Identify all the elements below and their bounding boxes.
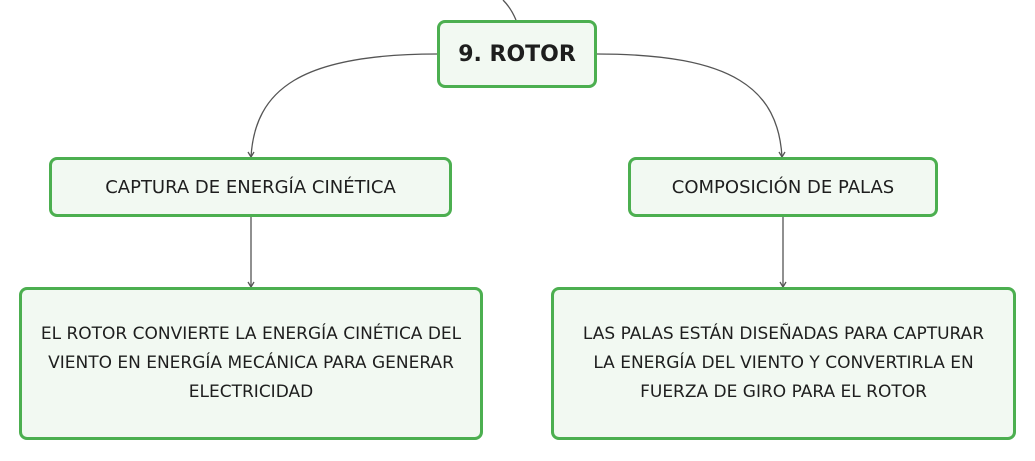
connector-root-right (596, 53, 783, 158)
branch-title: COMPOSICIÓN DE PALAS (671, 176, 895, 198)
root-node[interactable]: 9. ROTOR (437, 20, 597, 88)
leaf-node-blade-composition[interactable]: LAS PALAS ESTÁN DISEÑADAS PARA CAPTURAR … (551, 287, 1016, 440)
connector-root-left (250, 53, 438, 158)
branch-node-kinetic-energy[interactable]: CAPTURA DE ENERGÍA CINÉTICA (49, 157, 452, 217)
root-label: 9. ROTOR (458, 41, 576, 67)
leaf-node-kinetic-energy[interactable]: EL ROTOR CONVIERTE LA ENERGÍA CINÉTICA D… (19, 287, 483, 440)
leaf-description: LAS PALAS ESTÁN DISEÑADAS PARA CAPTURAR … (582, 324, 985, 402)
incoming-connector (502, 0, 517, 21)
branch-title: CAPTURA DE ENERGÍA CINÉTICA (105, 176, 396, 198)
branch-node-blade-composition[interactable]: COMPOSICIÓN DE PALAS (628, 157, 938, 217)
leaf-description: EL ROTOR CONVIERTE LA ENERGÍA CINÉTICA D… (40, 324, 462, 402)
